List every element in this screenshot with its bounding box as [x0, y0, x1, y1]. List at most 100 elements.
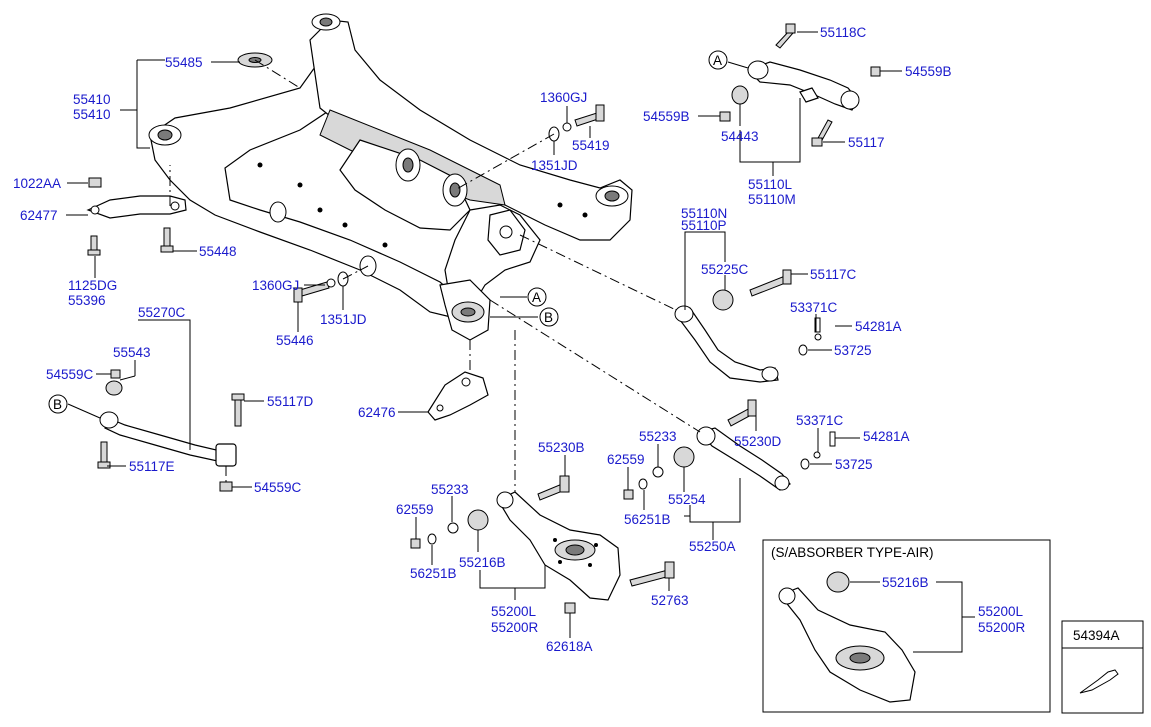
label-62559-right: 62559	[607, 452, 645, 467]
label-55270C: 55270C	[138, 305, 186, 320]
label-54281A-bot: 54281A	[863, 429, 910, 444]
washer-55233-left	[447, 522, 459, 534]
label-55230D: 55230D	[734, 434, 782, 449]
nut-62618A	[564, 602, 576, 614]
inset-bushing-55216B	[826, 571, 850, 593]
nut-54559B-right	[870, 66, 881, 77]
pin-54281A-bot	[829, 431, 836, 447]
label-55117C: 55117C	[810, 267, 857, 282]
label-55118C: 55118C	[820, 25, 867, 40]
callout-circle-b-left	[48, 394, 68, 414]
inset-lower-arm	[778, 587, 916, 703]
bushing-55254	[673, 446, 695, 468]
callout-circle-a-top	[708, 50, 728, 70]
nut-54559C-left	[110, 369, 121, 379]
bolt-55117C	[749, 275, 789, 297]
label-55230B: 55230B	[538, 440, 585, 455]
label-53371C-bot: 53371C	[796, 413, 844, 428]
label-54559B-right: 54559B	[905, 64, 952, 79]
label-inset-55216B: 55216B	[882, 575, 929, 590]
nut-54559C-bottom	[219, 481, 233, 492]
label-55254: 55254	[668, 492, 706, 507]
bolt-55117D	[234, 397, 242, 427]
label-55396: 55396	[68, 293, 106, 308]
label-53371C-top: 53371C	[790, 300, 838, 315]
bolt-55117E	[100, 441, 108, 465]
part-62477-bracket	[86, 195, 187, 219]
washer-56251B-right	[638, 478, 648, 490]
label-55233-left: 55233	[431, 482, 469, 497]
label-55200R: 55200R	[491, 620, 539, 635]
label-55110P: 55110P	[681, 218, 727, 233]
callout-a-top: A	[713, 53, 722, 68]
callout-circle-b-mid	[539, 307, 559, 327]
label-55543: 55543	[113, 345, 151, 360]
callout-b-left: B	[53, 397, 62, 412]
leader-lines	[66, 31, 902, 638]
callout-a-mid: A	[532, 290, 541, 305]
rear-subframe-crossmember	[148, 13, 633, 341]
label-55448: 55448	[199, 244, 237, 259]
label-1360GJ-top: 1360GJ	[540, 90, 587, 105]
nut-53371C-bot	[813, 451, 821, 459]
bolt-55448	[163, 227, 171, 247]
part-55200L-lower-arm	[496, 491, 621, 601]
nut-53371C-top	[814, 333, 822, 341]
label-55225C: 55225C	[701, 262, 749, 277]
label-55250A: 55250A	[689, 539, 736, 554]
label-inset-55200L: 55200L	[978, 604, 1024, 619]
label-52763: 52763	[651, 593, 689, 608]
nut-54559B-left	[719, 111, 731, 122]
label-55446: 55446	[276, 333, 314, 348]
label-1351JD-mid: 1351JD	[320, 312, 367, 327]
label-54394A: 54394A	[1073, 628, 1120, 643]
callout-b-mid: B	[544, 310, 553, 325]
label-55200L: 55200L	[491, 604, 537, 619]
label-53725-top: 53725	[834, 343, 872, 358]
bushing-54443	[731, 85, 749, 105]
label-55110N: 55110N	[681, 206, 727, 221]
bolt-1125DG	[90, 235, 98, 251]
label-1360GJ-mid: 1360GJ	[252, 278, 299, 293]
bolt-55446	[299, 281, 330, 297]
label-1351JD-top: 1351JD	[531, 158, 578, 173]
washer-1360GJ-mid	[326, 278, 336, 288]
label-55419: 55419	[572, 138, 610, 153]
label-55410-a: 55410	[73, 92, 111, 107]
label-54559C-bottom: 54559C	[254, 480, 302, 495]
label-54443: 54443	[721, 129, 759, 144]
inset-title: (S/ABSORBER TYPE-AIR)	[771, 545, 934, 560]
washer-1360GJ-top	[562, 122, 572, 132]
label-55117E: 55117E	[129, 459, 175, 474]
clip-54394A	[1079, 669, 1119, 694]
label-55410-b: 55410	[73, 107, 111, 122]
label-55110M: 55110M	[748, 192, 796, 207]
label-62559-left: 62559	[396, 502, 434, 517]
callout-circle-a-mid	[527, 287, 547, 307]
inset-air-absorber-box	[762, 539, 1051, 713]
washer-53725-bot	[800, 458, 810, 470]
label-inset-55200R: 55200R	[978, 620, 1026, 635]
pin-54281A-top	[814, 317, 821, 333]
label-62477: 62477	[20, 208, 58, 223]
part-55110N-arm	[674, 305, 779, 383]
part-box-54394A	[1061, 620, 1144, 714]
part-labels: 55485 55410 55410 1022AA 62477 55448 112…	[13, 25, 1120, 654]
nut-62559-right	[623, 489, 634, 500]
label-1125DG: 1125DG	[68, 278, 117, 293]
label-62618A: 62618A	[546, 639, 593, 654]
label-55233-right: 55233	[639, 429, 677, 444]
bushing-55225C	[712, 289, 734, 311]
label-54559B-left: 54559B	[643, 109, 690, 124]
label-55117: 55117	[848, 135, 885, 150]
part-55110L-upper-arm	[746, 60, 860, 111]
label-55216B: 55216B	[459, 555, 506, 570]
bushing-55216B	[467, 509, 489, 531]
label-1022AA: 1022AA	[13, 176, 61, 191]
part-55250A-arm	[696, 426, 791, 491]
label-55117D: 55117D	[267, 394, 314, 409]
label-56251B-right: 56251B	[624, 512, 671, 527]
part-55270C-stabilizer-link	[99, 411, 237, 467]
label-53725-bot: 53725	[835, 457, 873, 472]
